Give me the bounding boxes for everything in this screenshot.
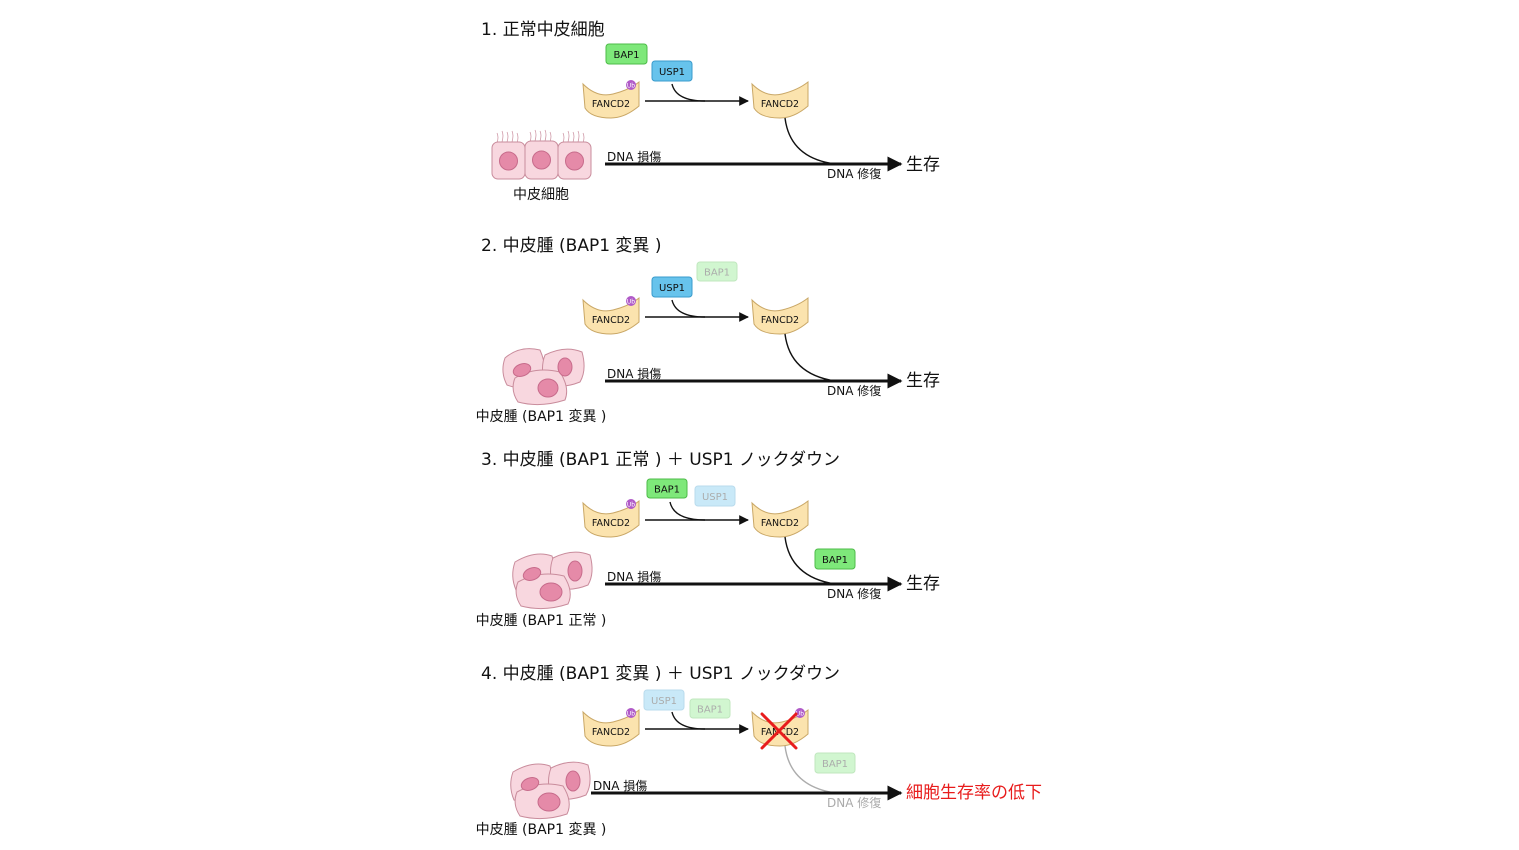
panel-2: 2. 中皮腫 (BAP1 変異 ) USP1 BAP1 FANCD2 Ub FA… bbox=[476, 236, 940, 425]
dna-repair-label-faded: DNA 修復 bbox=[827, 795, 881, 810]
cell-caption: 中皮腫 (BAP1 変異 ) bbox=[476, 408, 607, 425]
panel-1: 1. 正常中皮細胞 BAP1 USP1 FANCD2 Ub FANCD2 bbox=[481, 20, 940, 203]
dna-damage-label: DNA 損傷 bbox=[607, 149, 661, 164]
usp1-box: USP1 bbox=[651, 60, 693, 82]
ub-icon bbox=[626, 499, 636, 509]
ub-icon bbox=[626, 80, 636, 90]
mesothelioma-cells bbox=[512, 551, 593, 610]
cell-caption: 中皮腫 (BAP1 変異 ) bbox=[476, 821, 607, 838]
bap1-label: BAP1 bbox=[654, 485, 680, 496]
panel-3: 3. 中皮腫 (BAP1 正常 ) ＋ USP1 ノックダウン BAP1 USP… bbox=[476, 450, 940, 629]
repair-faded bbox=[784, 745, 836, 794]
fancd2-ub-left: FANCD2 Ub bbox=[582, 80, 640, 119]
bap1-label: BAP1 bbox=[613, 50, 639, 61]
usp1-curve bbox=[671, 299, 706, 318]
fancd2-right: FANCD2 bbox=[751, 499, 809, 538]
usp1-box: USP1 bbox=[651, 276, 693, 298]
fancd2-label: FANCD2 bbox=[592, 727, 630, 738]
bap1-box-faded: BAP1 bbox=[689, 698, 731, 719]
bap1-label: BAP1 bbox=[822, 555, 848, 566]
mesothelial-cells bbox=[491, 129, 592, 180]
fancd2-right: FANCD2 bbox=[751, 296, 809, 335]
cell-caption: 中皮細胞 bbox=[513, 187, 569, 203]
fancd2-label: FANCD2 bbox=[592, 315, 630, 326]
usp1-label: USP1 bbox=[702, 492, 728, 503]
outcome-survival: 生存 bbox=[906, 574, 940, 594]
ub-label: Ub bbox=[627, 299, 635, 306]
fancd2-ub-left: FANCD2 Ub bbox=[582, 499, 640, 538]
bap1-label: BAP1 bbox=[697, 705, 723, 716]
outcome-survival: 生存 bbox=[906, 155, 940, 175]
dna-repair-label: DNA 修復 bbox=[827, 383, 881, 398]
fancd2-ub-left: FANCD2 Ub bbox=[582, 296, 640, 335]
panel-2-title: 2. 中皮腫 (BAP1 変異 ) bbox=[481, 236, 661, 256]
cell-caption: 中皮腫 (BAP1 正常 ) bbox=[476, 613, 607, 629]
outcome-reduced-survival: 細胞生存率の低下 bbox=[906, 783, 1042, 803]
usp1-box-faded: USP1 bbox=[643, 689, 685, 711]
ub-icon bbox=[626, 708, 636, 718]
ub-label: Ub bbox=[627, 711, 635, 718]
panel-4-title: 4. 中皮腫 (BAP1 変異 ) ＋ USP1 ノックダウン bbox=[481, 664, 840, 684]
panel-1-title: 1. 正常中皮細胞 bbox=[481, 20, 605, 40]
bap1-label: BAP1 bbox=[822, 759, 848, 770]
bap1-box-faded: BAP1 bbox=[696, 261, 738, 282]
usp1-label: USP1 bbox=[659, 283, 685, 294]
usp1-curve bbox=[671, 83, 706, 102]
repair-curve bbox=[784, 745, 836, 794]
mesothelioma-cells bbox=[510, 761, 591, 820]
fancd2-label: FANCD2 bbox=[592, 99, 630, 110]
cross-icon bbox=[760, 712, 798, 750]
bap1-box: BAP1 bbox=[646, 478, 688, 499]
dna-damage-label: DNA 損傷 bbox=[607, 366, 661, 381]
bap1-box-faded: BAP1 bbox=[814, 752, 856, 774]
fancd2-label: FANCD2 bbox=[592, 518, 630, 529]
ub-icon bbox=[626, 296, 636, 306]
fancd2-ub-right-blocked: FANCD2 Ub bbox=[751, 708, 809, 747]
ub-label: Ub bbox=[627, 83, 635, 90]
usp1-curve bbox=[671, 711, 706, 730]
bap1-curve bbox=[669, 501, 706, 521]
fancd2-label: FANCD2 bbox=[761, 518, 799, 529]
bap1-box: BAP1 bbox=[605, 43, 648, 65]
fancd2-label: FANCD2 bbox=[761, 315, 799, 326]
bap1-box: BAP1 bbox=[814, 548, 856, 570]
dna-repair-label: DNA 修復 bbox=[827, 166, 881, 181]
mesothelioma-cells bbox=[502, 348, 585, 406]
dna-damage-label: DNA 損傷 bbox=[607, 569, 661, 584]
ub-label: Ub bbox=[627, 502, 635, 509]
fancd2-right: FANCD2 bbox=[751, 80, 809, 119]
dna-damage-label: DNA 損傷 bbox=[593, 778, 647, 793]
repair-curve bbox=[784, 333, 836, 382]
outcome-survival: 生存 bbox=[906, 371, 940, 391]
repair-curve bbox=[784, 536, 836, 585]
bap1-label: BAP1 bbox=[704, 268, 730, 279]
usp1-label: USP1 bbox=[659, 67, 685, 78]
usp1-box-faded: USP1 bbox=[694, 485, 736, 507]
usp1-label: USP1 bbox=[651, 696, 677, 707]
ub-icon bbox=[795, 708, 805, 718]
panel-3-title: 3. 中皮腫 (BAP1 正常 ) ＋ USP1 ノックダウン bbox=[481, 450, 840, 470]
dna-repair-label: DNA 修復 bbox=[827, 586, 881, 601]
fancd2-ub-left: FANCD2 Ub bbox=[582, 708, 640, 747]
ub-label: Ub bbox=[796, 711, 804, 718]
panel-4: 4. 中皮腫 (BAP1 変異 ) ＋ USP1 ノックダウン USP1 BAP… bbox=[476, 664, 1042, 838]
repair-curve bbox=[784, 117, 836, 165]
fancd2-label: FANCD2 bbox=[761, 99, 799, 110]
